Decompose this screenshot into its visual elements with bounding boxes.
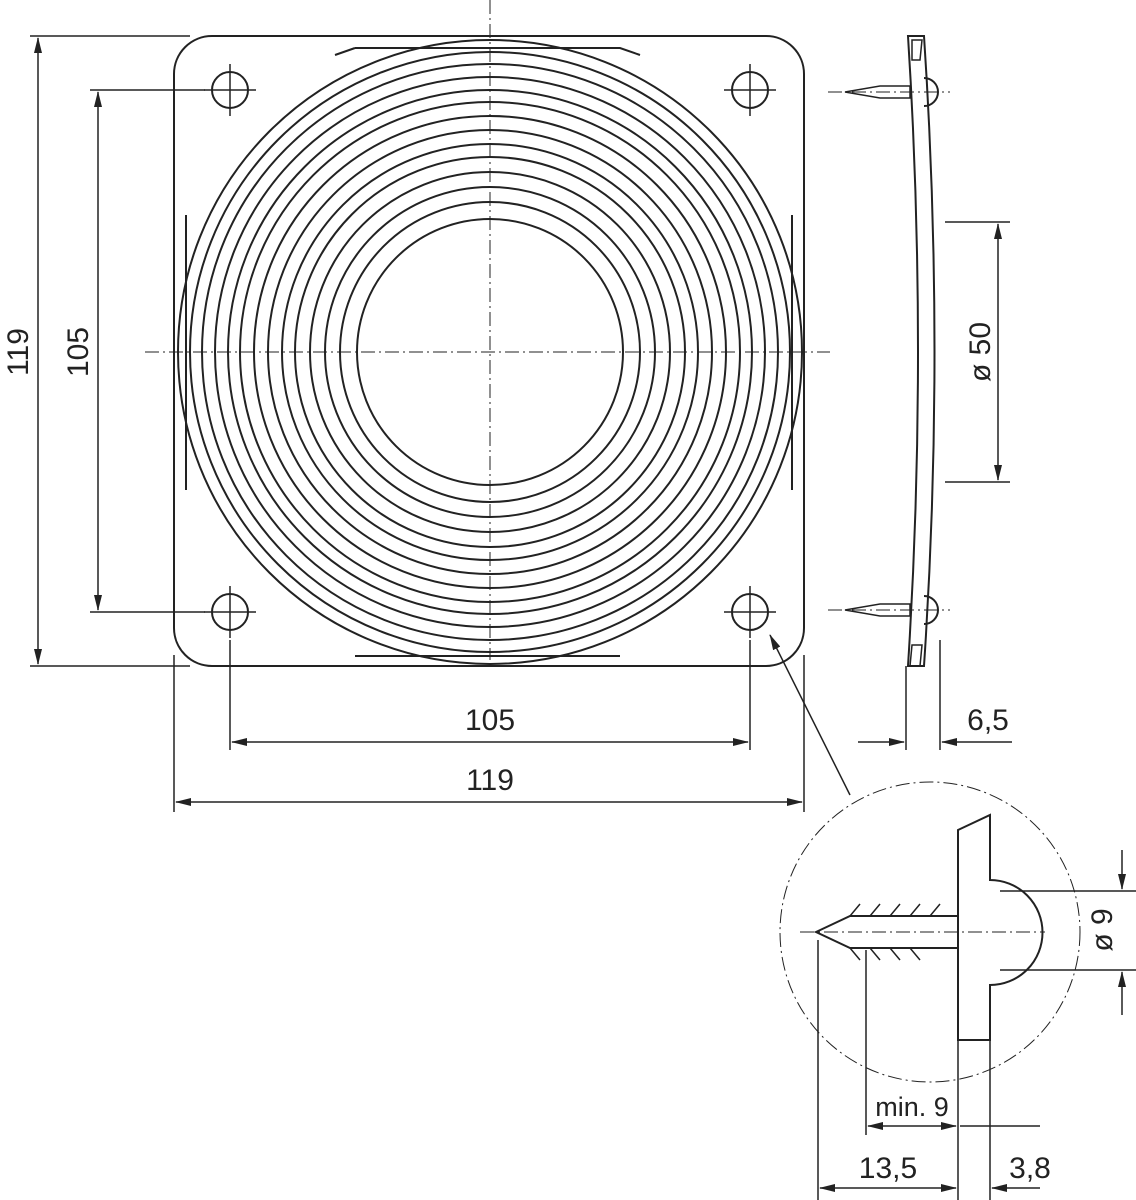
front-view: [145, 0, 830, 667]
frame-plate: [173, 35, 805, 667]
side-view: ø 50 6,5: [828, 35, 1012, 750]
dim-rivet-length: 13,5: [859, 1152, 917, 1185]
dim-width-outer: 119: [466, 764, 514, 797]
detail-view: ø 9 min. 9 13,5 3,8: [779, 781, 1136, 1200]
dim-height-outer: 119: [2, 328, 35, 376]
dim-min-panel: min. 9: [875, 1092, 949, 1122]
mounting-holes: [204, 64, 776, 638]
dim-rivet-head-height: 3,8: [1009, 1152, 1051, 1185]
dim-rivet-head: ø 9: [1086, 908, 1119, 951]
dim-height-holes: 105: [62, 327, 95, 377]
front-dimensions: 119 105 105 119: [2, 35, 851, 812]
dim-center-hole: ø 50: [964, 322, 997, 382]
dim-thickness: 6,5: [967, 704, 1009, 737]
dim-width-holes: 105: [465, 704, 515, 737]
